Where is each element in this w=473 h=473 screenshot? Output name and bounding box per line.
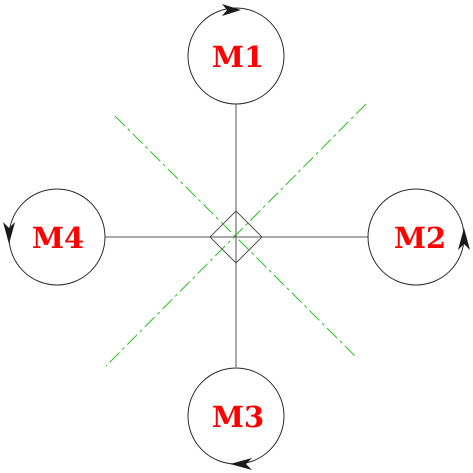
motor-m4-label: M4 [32, 221, 84, 255]
motor-m1-circle [187, 7, 285, 105]
motor-m2-label: M2 [394, 221, 446, 255]
motor-m3-label: M3 [212, 400, 264, 434]
arrowhead-up-icon [458, 228, 470, 250]
motor-m3: M3 [187, 367, 285, 470]
arrowhead-right-icon [222, 4, 241, 16]
arrowhead-down-icon [3, 222, 15, 244]
arrowhead-left-icon [230, 458, 252, 470]
motor-m4: M4 [3, 188, 106, 286]
motor-m1: M1 [187, 4, 285, 105]
motor-m1-label: M1 [212, 40, 264, 74]
motor-m2: M2 [367, 188, 470, 286]
center-hub [209, 210, 263, 264]
